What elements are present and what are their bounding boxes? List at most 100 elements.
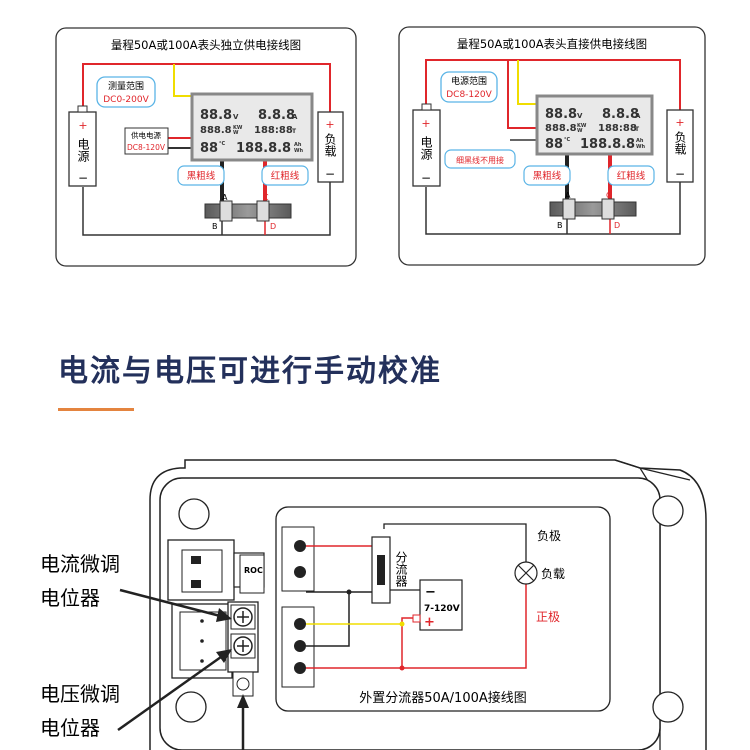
top-connector-pin-1	[191, 556, 201, 564]
diagram1-title: 量程50A或100A表头独立供电接线图	[111, 38, 301, 52]
lcd-temp: 88	[200, 141, 218, 156]
lcd2-energy: 188.8.8	[580, 137, 635, 152]
lcd2-volts: 88.8	[545, 107, 577, 122]
terminal-top-1	[294, 540, 306, 552]
load2-minus: −	[675, 167, 685, 181]
supply-value: DC8-120V	[127, 143, 166, 152]
load-text: 负载	[541, 567, 565, 581]
pin2-d: D	[614, 221, 620, 230]
lcd2-power-unit-kw: KW	[577, 123, 587, 129]
power2-label: 电源	[419, 136, 433, 161]
load-plus: +	[325, 118, 334, 131]
pin2-b: B	[557, 221, 563, 230]
shunt-bolt-right	[256, 200, 270, 222]
voltage-pot-label-2: 电位器	[40, 716, 100, 740]
load2-box	[666, 109, 694, 183]
pin-b: B	[212, 222, 218, 231]
range2-bubble	[440, 71, 498, 103]
diagram-independent-power: 量程50A或100A表头独立供电接线图 + 电源 − + 负载 − 测量范围 D…	[55, 27, 357, 267]
device-top-edge	[639, 467, 691, 481]
power2-plus: +	[421, 117, 430, 130]
lcd-volts-unit: V	[233, 113, 239, 121]
wire-black-bottom	[82, 182, 331, 236]
pin2-a: A	[565, 191, 571, 200]
terminal-block-top	[281, 526, 315, 592]
load2-label: 负载	[673, 131, 687, 156]
mid-connector-dot-3	[200, 659, 204, 663]
shunt-core	[377, 555, 385, 585]
shunt2-bolt-right	[601, 198, 615, 220]
lcd-power-unit-w: W	[233, 130, 239, 136]
power2-terminal	[421, 103, 432, 111]
wire-red-positive	[306, 584, 527, 669]
lcd-meter-2: 88.8 V 8.8.8 A 888.8 KW W 188:88 T 88 °C…	[535, 94, 654, 156]
meter-back-panel: ROC	[117, 459, 707, 750]
lcd-amps: 8.8.8	[258, 108, 295, 123]
lcd2-time-unit: T	[635, 126, 640, 133]
lcd-meter: 88.8 V 8.8.8 A 888.8 KW W 188:88 T 88 °C…	[190, 92, 314, 162]
supply-minus: −	[425, 585, 436, 600]
power2-source	[412, 109, 441, 187]
junction-yellow	[399, 621, 405, 627]
thin-black-note: 细黑线不用接	[456, 155, 504, 165]
pin-c: C	[263, 193, 269, 202]
wiring-caption: 外置分流器50A/100A接线图	[359, 690, 527, 706]
lcd2-power: 888.8	[545, 123, 577, 134]
supply-plus: +	[424, 615, 435, 630]
terminal-bottom-1	[294, 618, 306, 630]
lcd-energy-unit-ah: Ah	[294, 142, 302, 148]
black-wire-label: 黑粗线	[187, 170, 216, 182]
black2-wire-tag	[523, 165, 571, 186]
black2-wire-label: 黑粗线	[533, 170, 562, 182]
range-label: 测量范围	[108, 80, 144, 92]
lcd-amps-unit: A	[292, 113, 298, 121]
voltage-pot-cross-icon	[237, 640, 249, 652]
lcd-power-unit-kw: KW	[233, 125, 243, 131]
top-connector-inner	[181, 549, 223, 593]
load-label: 负载	[323, 133, 337, 158]
positive-pole-label: 正极	[536, 610, 560, 624]
lcd-energy-unit-wh: Wh	[294, 148, 304, 154]
mid-connector-dot-1	[200, 619, 204, 623]
lcd-time: 188:88	[254, 125, 293, 136]
wire-red-supply	[401, 617, 413, 668]
lcd-power: 888.8	[200, 125, 232, 136]
current-pot-arrow-head	[216, 608, 232, 622]
wire-red-top	[82, 63, 331, 112]
range2-label: 电源范围	[451, 75, 487, 87]
screw-hole-top-right	[652, 495, 684, 527]
power-label: 电源	[76, 138, 90, 163]
power-plus: +	[78, 119, 87, 132]
wire2-black-bottom	[425, 182, 681, 235]
small-component-circle	[236, 677, 250, 691]
screw-hole-top-left	[178, 498, 210, 530]
section-heading: 电流与电压可进行手动校准	[58, 354, 442, 389]
range-value: DC0-200V	[103, 95, 149, 105]
load-box	[317, 111, 344, 183]
terminal-top-2	[294, 566, 306, 578]
screw-hole-bottom-right	[652, 691, 684, 723]
junction-black	[346, 589, 352, 595]
negative-pole-label: 负极	[537, 529, 561, 543]
lcd-energy: 188.8.8	[236, 141, 291, 156]
supply-box	[124, 127, 169, 155]
pin-d: D	[270, 222, 276, 231]
mid-connector-dot-2	[200, 639, 204, 643]
range-bubble	[96, 76, 156, 108]
junction-red	[399, 665, 405, 671]
rot-label-box	[239, 554, 265, 594]
load-lamp-cross	[517, 564, 535, 582]
lcd2-energy-unit-ah: Ah	[636, 138, 644, 144]
range2-value: DC8-120V	[446, 90, 492, 100]
wire2-red-top	[425, 59, 681, 110]
shunt-label: 分流器	[394, 551, 408, 588]
voltage-pot-arrow-line	[117, 650, 229, 732]
lcd2-amps: 8.8.8	[602, 107, 639, 122]
heading-underline	[58, 408, 134, 411]
bottom-arrow-head	[237, 694, 249, 708]
current-pot-arrow-line	[119, 588, 229, 620]
power-terminal	[77, 105, 88, 113]
terminal-bottom-2	[294, 640, 306, 652]
power2-minus: −	[421, 171, 431, 185]
pin-a: A	[222, 193, 228, 202]
